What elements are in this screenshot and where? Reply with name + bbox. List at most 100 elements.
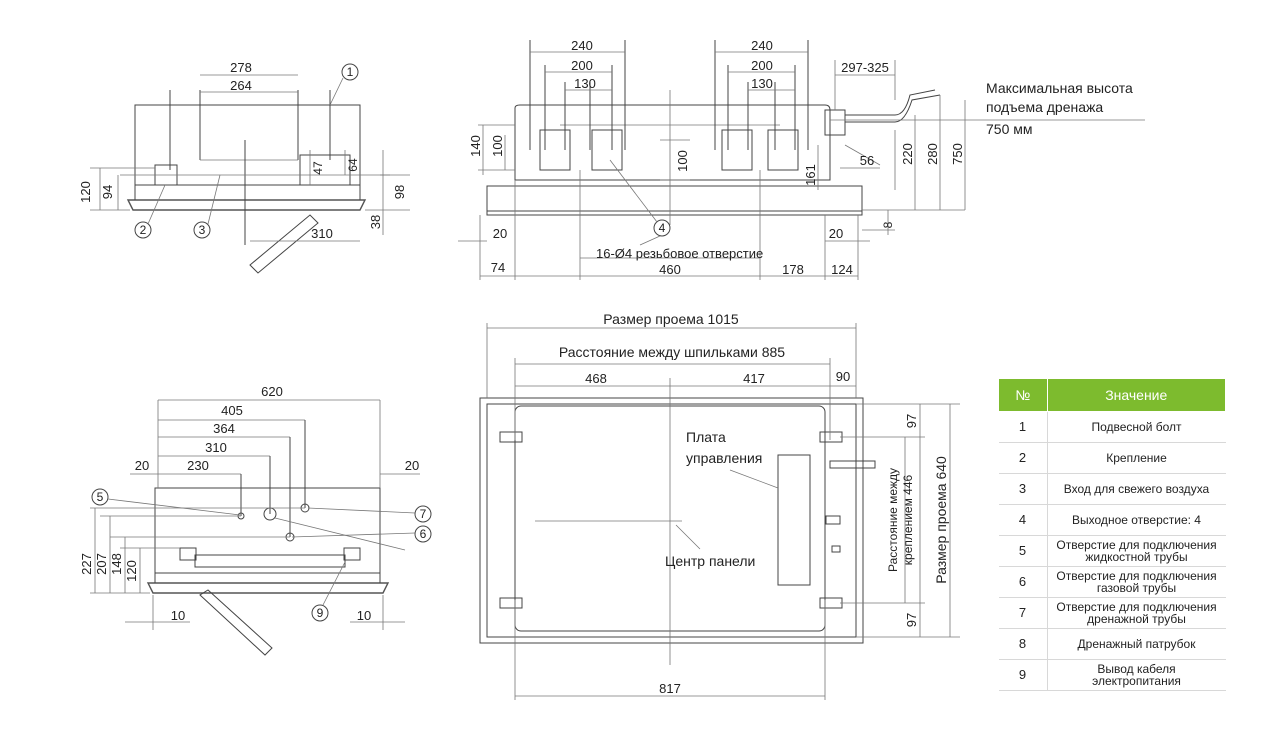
dim-620: 620 (261, 384, 283, 399)
legend-row-number: 9 (998, 659, 1048, 691)
dim-90: 90 (836, 369, 850, 384)
dim-140: 140 (468, 135, 483, 157)
legend-row-value-line: Дренажный патрубок (1077, 637, 1196, 651)
dim-178: 178 (782, 262, 804, 277)
legend-row: 2 Крепление (998, 442, 1226, 474)
stud-distance: Расстояние между шпильками 885 (559, 344, 785, 360)
legend-row-number: 4 (998, 504, 1048, 536)
dim-130-b: 130 (751, 76, 773, 91)
hole-note: 16-Ø4 резьбовое отверстие (596, 246, 763, 261)
dim-750: 750 (950, 143, 965, 165)
callout-4: 4 (659, 221, 666, 235)
legend-row-value-line: Отверстие для подключения (1056, 569, 1217, 583)
dim-468: 468 (585, 371, 607, 386)
dim-405: 405 (221, 403, 243, 418)
dim-20-left: 20 (135, 458, 149, 473)
dim-364: 364 (213, 421, 235, 436)
callout-5: 5 (97, 490, 104, 504)
legend-row-value-line: Вход для свежего воздуха (1063, 482, 1210, 496)
legend-row-number: 3 (998, 473, 1048, 505)
dim-161: 161 (803, 164, 818, 186)
legend-row-value-line: газовой трубы (1096, 581, 1177, 595)
legend-row-number: 2 (998, 442, 1048, 474)
callout-1: 1 (347, 65, 354, 79)
dim-20-left: 20 (493, 226, 507, 241)
dim-20-right: 20 (405, 458, 419, 473)
legend-row-number: 8 (998, 628, 1048, 660)
legend-row-number: 5 (998, 535, 1048, 567)
legend-row-value-line: Вывод кабеля (1097, 662, 1176, 676)
legend-row-value-line: электропитания (1092, 674, 1181, 688)
legend-row-value-line: жидкостной трубы (1085, 550, 1188, 564)
dim-264: 264 (230, 78, 252, 93)
dim-100-left: 100 (490, 135, 505, 157)
legend-row-value: Подвесной болт (1047, 411, 1226, 443)
control-board-line2: управления (686, 450, 762, 466)
callout-2: 2 (140, 223, 147, 237)
legend-row: 4 Выходное отверстие: 4 (998, 504, 1226, 536)
bottom-right-view: Размер проема 1015 Расстояние между шпил… (479, 311, 960, 700)
legend-row: 3 Вход для свежего воздуха (998, 473, 1226, 505)
legend-row-value: Крепление (1047, 442, 1226, 474)
dim-56: 56 (860, 153, 874, 168)
dim-297-325: 297-325 (841, 60, 889, 75)
dim-97-bottom: 97 (904, 613, 919, 627)
dim-98: 98 (392, 185, 407, 199)
drain-note-line1: Максимальная высота (986, 80, 1133, 96)
bottom-left-view: 620 405 364 310 230 20 20 227 207 148 12… (79, 384, 432, 656)
legend-row: 8 Дренажный патрубок (998, 628, 1226, 660)
panel-center: Центр панели (665, 553, 755, 569)
legend-row-value-line: дренажной трубы (1087, 612, 1186, 626)
callout-6: 6 (420, 527, 427, 541)
dim-8: 8 (881, 221, 895, 228)
dim-148: 148 (109, 553, 124, 575)
legend-row-number: 6 (998, 566, 1048, 598)
opening-size: Размер проема 1015 (603, 311, 739, 327)
opening-size-vertical: Размер проема 640 (933, 456, 949, 584)
dim-220: 220 (900, 143, 915, 165)
dim-94: 94 (100, 185, 115, 199)
legend-row-number: 1 (998, 411, 1048, 443)
dim-10-right: 10 (357, 608, 371, 623)
drain-note-line3: 750 мм (986, 121, 1033, 137)
legend-row-value: Дренажный патрубок (1047, 628, 1226, 660)
callout-9: 9 (317, 606, 324, 620)
top-right-view: 240 200 130 240 200 130 297-325 140 100 … (458, 38, 1145, 280)
mount-distance-line2: креплением 446 (901, 474, 915, 565)
dim-280: 280 (925, 143, 940, 165)
dim-310: 310 (311, 226, 333, 241)
dim-278: 278 (230, 60, 252, 75)
legend-row-value: Выходное отверстие: 4 (1047, 504, 1226, 536)
legend-row-value-line: Отверстие для подключения (1056, 600, 1217, 614)
dim-460: 460 (659, 262, 681, 277)
callout-3: 3 (199, 223, 206, 237)
dim-97-top: 97 (904, 414, 919, 428)
legend-row-value-line: Отверстие для подключения (1056, 538, 1217, 552)
dim-240-b: 240 (751, 38, 773, 53)
legend-header-value: Значение (1046, 378, 1226, 412)
legend-row-value: Вход для свежего воздуха (1047, 473, 1226, 505)
dim-20-right: 20 (829, 226, 843, 241)
legend-row-value-line: Крепление (1106, 451, 1167, 465)
legend-row-number: 7 (998, 597, 1048, 629)
drain-note-line2: подъема дренажа (986, 99, 1103, 115)
dim-38: 38 (368, 215, 383, 229)
dim-100-center: 100 (675, 150, 690, 172)
dim-10-left: 10 (171, 608, 185, 623)
dim-120: 120 (78, 181, 93, 203)
dim-230: 230 (187, 458, 209, 473)
dim-207: 207 (94, 553, 109, 575)
legend-row-value-line: Выходное отверстие: 4 (1072, 513, 1201, 527)
dim-64: 64 (346, 158, 360, 172)
